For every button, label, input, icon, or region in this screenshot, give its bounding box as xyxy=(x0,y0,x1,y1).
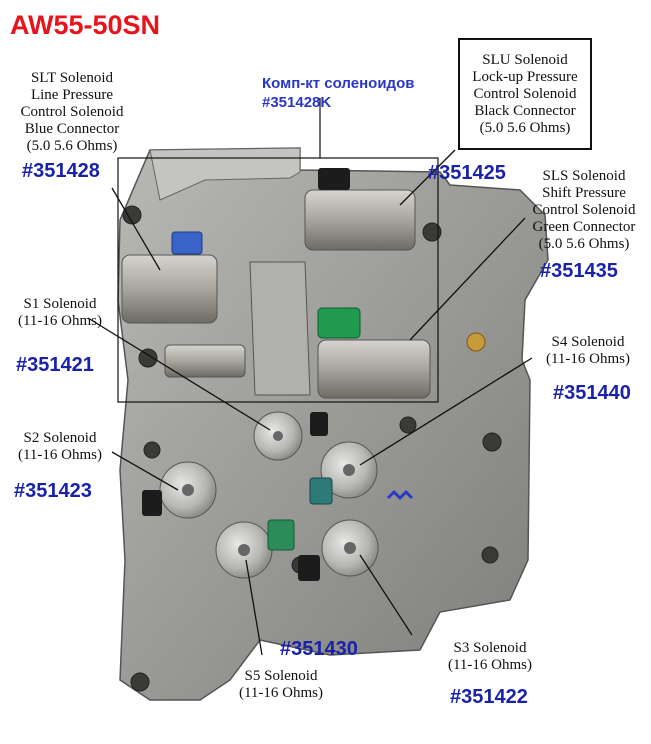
s3-label: S3 Solenoid (11-16 Ohms) xyxy=(434,640,546,674)
slu-line-3: Control Solenoid xyxy=(473,85,577,102)
sls-line-1: SLS Solenoid xyxy=(542,168,626,184)
slt-line-5: (5.0 5.6 Ohms) xyxy=(26,138,118,154)
s5-line-1: S5 Solenoid xyxy=(244,668,318,684)
s2-line-2: (11-16 Ohms) xyxy=(17,447,103,463)
s1-line-2: (11-16 Ohms) xyxy=(17,313,103,329)
solenoid-bracket xyxy=(249,261,311,396)
slt-leader-line xyxy=(111,187,161,271)
s3-part-number: #351422 xyxy=(450,686,528,708)
s4-part-number: #351440 xyxy=(553,382,631,404)
s1-part-number: #351421 xyxy=(16,354,94,376)
slt-line-1: SLT Solenoid xyxy=(30,70,114,86)
bolt xyxy=(143,441,161,459)
s5-label: S5 Solenoid (11-16 Ohms) xyxy=(226,668,336,702)
sls-line-2: Shift Pressure xyxy=(542,185,626,201)
slt-line-2: Line Pressure xyxy=(30,87,114,103)
s3-leader-line xyxy=(359,554,413,636)
s3-connector-icon xyxy=(298,555,320,581)
slu-line-5: (5.0 5.6 Ohms) xyxy=(479,119,571,136)
bolt xyxy=(422,222,442,242)
kit-label: Комп-кт соленоидов #351428K xyxy=(262,74,414,112)
s2-line-1: S2 Solenoid xyxy=(23,430,97,446)
bolt xyxy=(399,416,417,434)
s2-connector-icon xyxy=(142,490,162,516)
bolt xyxy=(482,432,502,452)
slt-label: SLT Solenoid Line Pressure Control Solen… xyxy=(8,70,136,155)
s3-line-1: S3 Solenoid xyxy=(453,640,527,656)
sls-line-5: (5.0 5.6 Ohms) xyxy=(538,236,630,252)
s4-connector-icon xyxy=(309,477,333,505)
sls-line-3: Control Solenoid xyxy=(532,202,636,218)
s4-leader-line xyxy=(359,357,533,466)
slu-line-1: SLU Solenoid xyxy=(482,51,568,68)
page-title: AW55-50SN xyxy=(10,10,161,40)
s4-label: S4 Solenoid (11-16 Ohms) xyxy=(536,334,640,368)
spring-icon xyxy=(386,489,414,501)
slu-line-2: Lock-up Pressure xyxy=(472,68,578,85)
slt-solenoid-body xyxy=(121,254,218,324)
s2-leader-line xyxy=(111,451,179,491)
s3-line-2: (11-16 Ohms) xyxy=(447,657,533,673)
s4-line-1: S4 Solenoid xyxy=(551,334,625,350)
bolt xyxy=(122,205,142,225)
black-connector-icon xyxy=(318,168,350,190)
slu-leader-line xyxy=(399,149,456,206)
sls-solenoid-body xyxy=(317,339,431,399)
s5-part-number: #351430 xyxy=(280,638,358,660)
s1-line-1: S1 Solenoid xyxy=(23,296,97,312)
valve-body-upper-block xyxy=(149,147,301,201)
s5-leader-line xyxy=(245,559,263,656)
s5-line-2: (11-16 Ohms) xyxy=(238,685,324,701)
sls-leader-line xyxy=(409,217,526,341)
bolt xyxy=(138,348,158,368)
green-connector-icon xyxy=(317,307,361,339)
s4-line-2: (11-16 Ohms) xyxy=(545,351,631,367)
sls-line-4: Green Connector xyxy=(532,219,636,235)
slt-line-3: Control Solenoid xyxy=(20,104,124,120)
slu-line-4: Black Connector xyxy=(474,102,576,119)
kit-name: Комп-кт соленоидов xyxy=(262,75,415,92)
s2-label: S2 Solenoid (11-16 Ohms) xyxy=(10,430,110,464)
bolt xyxy=(481,546,499,564)
s1-leader-line xyxy=(87,317,271,431)
leader-lines xyxy=(87,149,533,656)
slt-part-number: #351428 xyxy=(22,160,100,182)
bolt xyxy=(130,672,150,692)
s1-connector-icon xyxy=(310,412,328,436)
kit-outline-box xyxy=(117,157,439,403)
s1-solenoid-stem xyxy=(164,344,246,378)
s1-label: S1 Solenoid (11-16 Ohms) xyxy=(14,296,106,330)
blue-connector-icon xyxy=(171,231,203,255)
s5-connector-icon xyxy=(267,519,295,551)
brass-plug xyxy=(466,332,486,352)
slu-solenoid-body xyxy=(304,189,416,251)
sls-part-number: #351435 xyxy=(540,260,618,282)
s2-part-number: #351423 xyxy=(14,480,92,502)
slu-part-number: #351425 xyxy=(428,162,506,184)
slt-line-4: Blue Connector xyxy=(24,121,120,137)
sls-label: SLS Solenoid Shift Pressure Control Sole… xyxy=(520,168,648,253)
slu-label-box: SLU Solenoid Lock-up Pressure Control So… xyxy=(458,38,592,150)
kit-part-number: #351428K xyxy=(262,94,332,111)
